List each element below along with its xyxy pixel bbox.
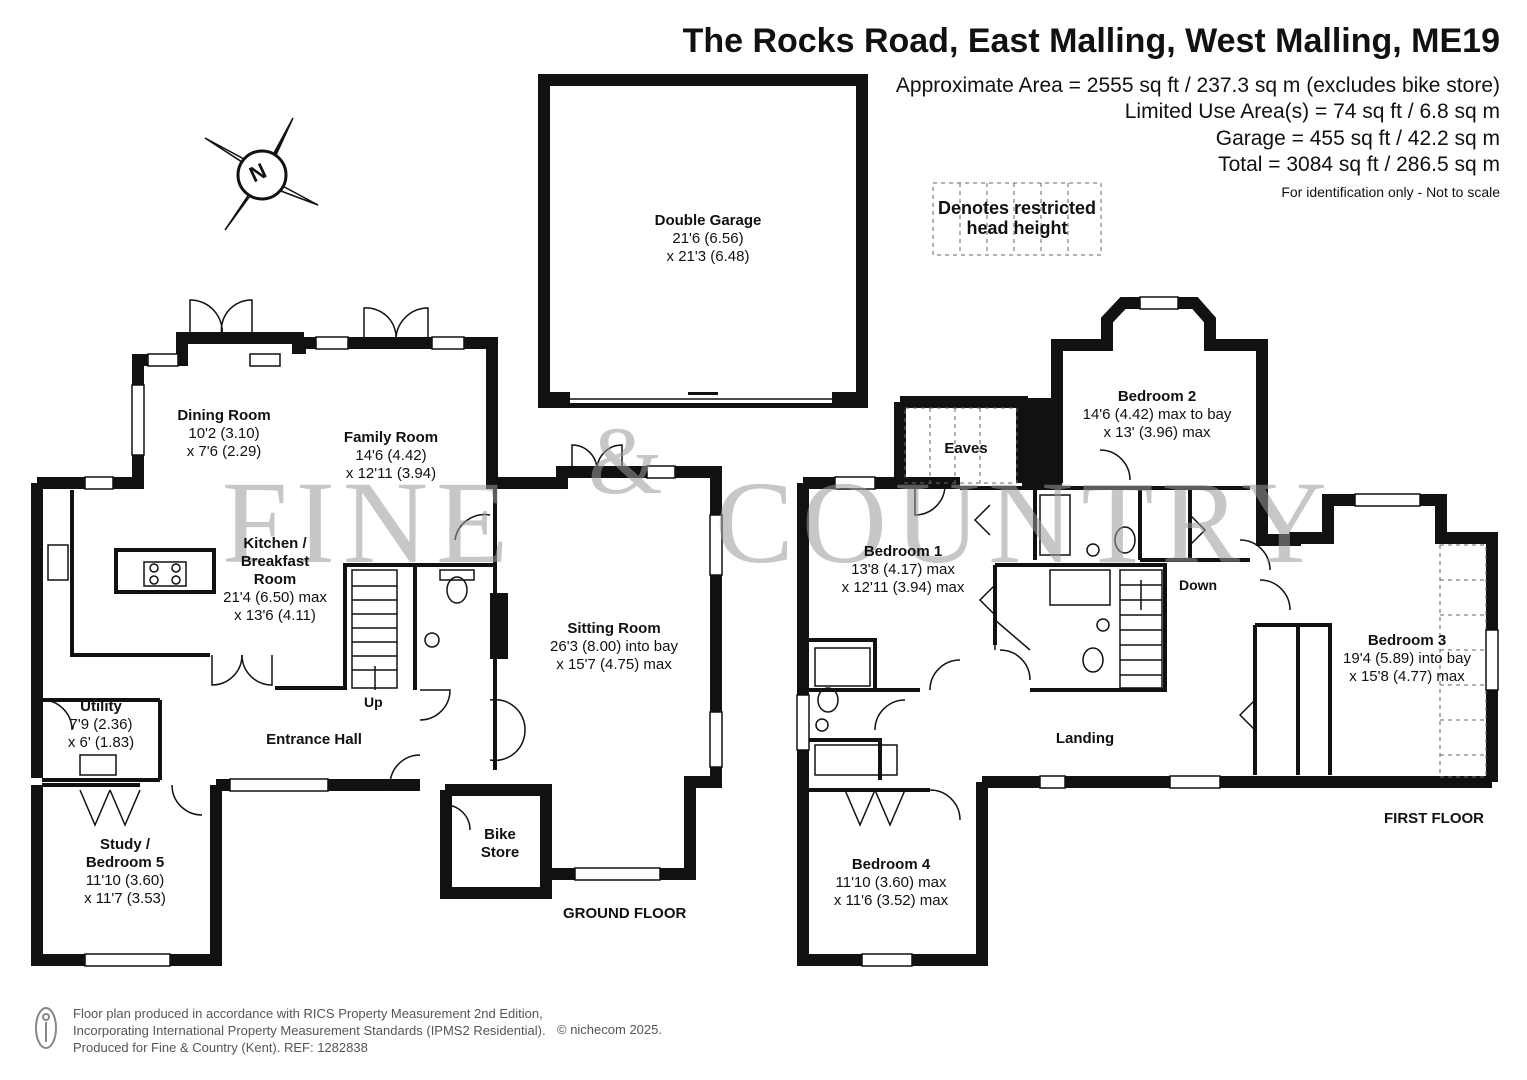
room-bedroom-1: Bedroom 1 13'8 (4.17) max x 12'11 (3.94)… — [842, 543, 965, 597]
room-dim: x 12'11 (3.94) max — [841, 579, 965, 596]
room-bedroom-3: Bedroom 3 19'4 (5.89) into bay x 15'8 (4… — [1343, 632, 1471, 686]
room-dim: 7'9 (2.36) — [69, 716, 133, 733]
room-study: Study / Bedroom 5 11'10 (3.60) x 11'7 (3… — [84, 836, 166, 908]
room-dim: 21'4 (6.50) max — [223, 589, 327, 606]
person-icon — [35, 1007, 57, 1049]
room-name: Kitchen / — [243, 535, 307, 552]
room-name: Landing — [1055, 730, 1115, 747]
room-name: Bedroom 5 — [85, 854, 165, 871]
legend-line-2: head height — [966, 218, 1068, 238]
room-name: Store — [480, 844, 520, 861]
room-bike-store: Bike Store — [481, 826, 519, 862]
room-name: Study / — [99, 836, 151, 853]
room-entrance-hall: Entrance Hall — [266, 731, 362, 749]
room-dim: x 11'7 (3.53) — [84, 890, 166, 907]
room-dining: Dining Room 10'2 (3.10) x 7'6 (2.29) — [177, 407, 270, 461]
room-dim: 10'2 (3.10) — [188, 425, 260, 442]
room-name: Eaves — [944, 440, 988, 457]
room-dim: x 11'6 (3.52) max — [833, 892, 949, 909]
room-name: Family Room — [343, 429, 439, 446]
room-bedroom-4: Bedroom 4 11'10 (3.60) max x 11'6 (3.52)… — [834, 856, 948, 910]
stairs-up-label: Up — [364, 694, 383, 710]
footer-line-3: Produced for Fine & Country (Kent). REF:… — [73, 1040, 368, 1055]
room-name: Breakfast — [240, 553, 310, 570]
room-name: Bedroom 4 — [851, 856, 931, 873]
room-name: Bedroom 3 — [1367, 632, 1447, 649]
room-double-garage: Double Garage 21'6 (6.56) x 21'3 (6.48) — [655, 212, 762, 266]
footer-copyright: © nichecom 2025. — [557, 1022, 662, 1037]
room-dim: x 13'6 (4.11) — [234, 607, 316, 624]
room-bedroom-2: Bedroom 2 14'6 (4.42) max to bay x 13' (… — [1083, 388, 1232, 442]
room-dim: 14'6 (4.42) max to bay — [1082, 406, 1232, 423]
room-dim: x 7'6 (2.29) — [186, 443, 262, 460]
room-dim: x 21'3 (6.48) — [666, 248, 750, 265]
watermark-ampersand: & — [588, 407, 663, 514]
chimney-breast — [490, 593, 508, 659]
room-name: Room — [253, 571, 297, 588]
ground-wc — [424, 569, 475, 648]
room-dim: x 12'11 (3.94) — [345, 465, 437, 482]
room-dim: 11'10 (3.60) — [85, 872, 165, 889]
scale-note: For identification only - Not to scale — [1281, 184, 1500, 200]
room-dim: x 13' (3.96) max — [1103, 424, 1211, 441]
room-dim: x 15'8 (4.77) max — [1349, 668, 1465, 685]
room-dim: 26'3 (8.00) into bay — [550, 638, 678, 655]
stairs-down-label: Down — [1179, 577, 1218, 593]
room-dim: x 6' (1.83) — [67, 734, 135, 751]
limited-use-area: Limited Use Area(s) = 74 sq ft / 6.8 sq … — [1124, 100, 1500, 123]
bike-store-walls — [440, 784, 552, 899]
footer-credits: Floor plan produced in accordance with R… — [73, 1005, 546, 1056]
room-landing: Landing — [1056, 730, 1114, 748]
room-name: Utility — [80, 698, 122, 715]
first-floor-chimney — [1022, 398, 1062, 486]
room-dim: x 15'7 (4.75) max — [556, 656, 672, 673]
room-name: Bedroom 1 — [863, 543, 943, 560]
room-sitting: Sitting Room 26'3 (8.00) into bay x 15'7… — [550, 620, 678, 674]
ground-floor-label: GROUND FLOOR — [563, 905, 687, 922]
room-dim: 11'10 (3.60) max — [835, 874, 947, 891]
room-name: Sitting Room — [567, 620, 661, 637]
footer-line-1: Floor plan produced in accordance with R… — [73, 1006, 543, 1021]
windows — [84, 296, 1499, 967]
room-dim: 19'4 (5.89) into bay — [1343, 650, 1471, 667]
first-floor-label: FIRST FLOOR — [1384, 810, 1484, 827]
ground-stairs — [351, 569, 398, 690]
room-name: Entrance Hall — [266, 731, 362, 748]
room-name: Bedroom 2 — [1117, 388, 1197, 405]
footer-line-2: Incorporating International Property Mea… — [73, 1023, 546, 1038]
legend-line-1: Denotes restricted — [937, 198, 1097, 218]
room-name: Bike — [484, 826, 516, 843]
room-eaves: Eaves — [944, 440, 987, 458]
room-name: Dining Room — [177, 407, 271, 424]
room-dim: 14'6 (4.42) — [355, 447, 427, 464]
total-area: Total = 3084 sq ft / 286.5 sq m — [1218, 153, 1500, 176]
room-dim: 13'8 (4.17) max — [851, 561, 955, 578]
north-compass — [204, 117, 319, 231]
room-utility: Utility 7'9 (2.36) x 6' (1.83) — [68, 698, 134, 752]
bathroom-fixtures — [814, 494, 1136, 776]
room-family: Family Room 14'6 (4.42) x 12'11 (3.94) — [344, 429, 438, 483]
watermark-country: COUNTRY — [715, 457, 1335, 588]
kitchen-fixtures — [47, 544, 187, 776]
watermark-fine: FINE — [222, 457, 517, 588]
door-swings — [41, 299, 1291, 831]
first-floor-internal-walls — [808, 486, 1332, 792]
garage-area: Garage = 455 sq ft / 42.2 sq m — [1215, 127, 1500, 150]
approx-area: Approximate Area = 2555 sq ft / 237.3 sq… — [895, 74, 1500, 97]
room-kitchen: Kitchen / Breakfast Room 21'4 (6.50) max… — [223, 535, 327, 625]
first-floor-stairs — [1119, 569, 1163, 689]
room-name: Double Garage — [654, 212, 762, 229]
property-address-title: The Rocks Road, East Malling, West Malli… — [682, 22, 1500, 60]
restricted-height-legend: Denotes restricted head height — [933, 198, 1101, 238]
room-dim: 21'6 (6.56) — [672, 230, 744, 247]
